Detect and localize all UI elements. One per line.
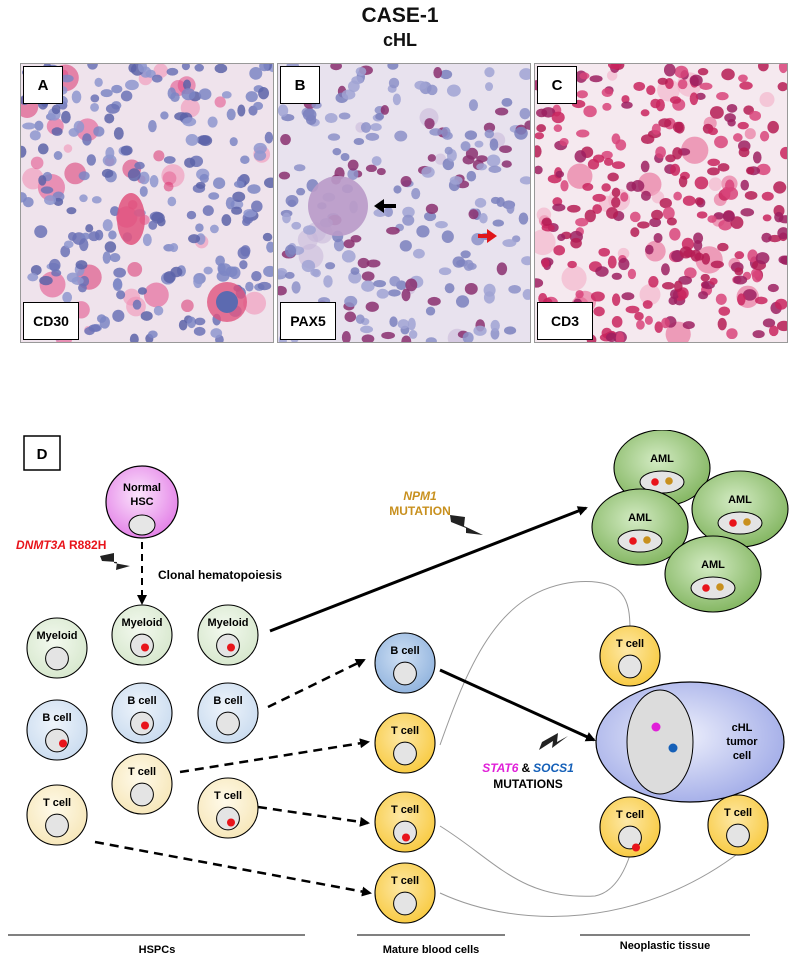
stat6-mutation-dot xyxy=(651,722,661,732)
panel-a-label: A xyxy=(23,66,63,104)
lineage-curve xyxy=(439,851,741,917)
chl-label-line3: cell xyxy=(733,750,751,762)
tcell-normal-label: T cell xyxy=(128,766,156,778)
cd3-histology-image xyxy=(535,64,787,342)
bcell-mutant: B cell xyxy=(111,682,173,744)
stat-mutations-label: MUTATIONS xyxy=(493,777,563,791)
aml-transformation-arrow xyxy=(269,506,588,633)
neoplastic-tcell: T cell xyxy=(599,625,661,687)
chl-label-line1: cHL xyxy=(732,722,753,734)
stat6-socs1-lightning-icon xyxy=(539,733,568,750)
aml-cell: AML xyxy=(613,430,711,507)
mature-section-label: Mature blood cells xyxy=(383,944,480,956)
bcell-mutant-label: B cell xyxy=(127,695,156,707)
stat6-socs1-label: STAT6&SOCS1 xyxy=(482,761,574,775)
chl-transformation-arrow xyxy=(439,668,596,742)
mature-tcell-mutant-label: T cell xyxy=(391,804,419,816)
bcell-normal-label: B cell xyxy=(213,695,242,707)
tcell-maturation-arrow xyxy=(179,738,370,774)
bcell-maturation-arrow xyxy=(267,658,366,709)
panel-d-label: D xyxy=(37,446,48,463)
myeloid-cell-mutant: Myeloid xyxy=(111,604,173,666)
npm1-mutation-label: MUTATION xyxy=(389,504,451,518)
mutant-tcell-maturation-arrow xyxy=(257,805,370,827)
aml-cell: AML xyxy=(664,535,762,613)
myeloid-cell-label: Myeloid xyxy=(37,630,78,642)
panel-c-label: C xyxy=(537,66,577,104)
mature-bcell: B cell xyxy=(374,632,436,694)
mature-tcell-label: T cell xyxy=(391,725,419,737)
aml-cell-label: AML xyxy=(728,494,752,506)
myeloid-cell-mutant-label: Myeloid xyxy=(208,617,249,629)
panel-a-stain-label: CD30 xyxy=(23,302,79,340)
chl-tumor-cell: cHL tumor cell xyxy=(595,681,785,803)
mature-tcell: T cell xyxy=(374,712,436,774)
mature-tcell-mutant: T cell xyxy=(374,791,436,853)
neoplastic-tcell-mutant: T cell xyxy=(599,796,661,858)
npm1-lightning-icon xyxy=(450,515,483,535)
mature-tcell-label: T cell xyxy=(391,875,419,887)
myeloid-cell: Myeloid xyxy=(26,617,88,679)
neoplastic-tcell-label: T cell xyxy=(616,638,644,650)
myeloid-cell-mutant: Myeloid xyxy=(197,604,259,666)
bcell-mutant: B cell xyxy=(26,699,88,761)
panel-c-stain-label: CD3 xyxy=(537,302,593,340)
tcell-normal-label: T cell xyxy=(43,797,71,809)
neoplastic-tcell-mutant-label: T cell xyxy=(616,809,644,821)
aml-cell-label: AML xyxy=(628,512,652,524)
socs1-mutation-dot xyxy=(668,743,678,753)
tcell-normal: T cell xyxy=(26,784,88,846)
mature-bcell-label: B cell xyxy=(390,645,419,657)
hspcs-section-label: HSPCs xyxy=(139,944,176,956)
panel-b-label: B xyxy=(280,66,320,104)
myeloid-cell-mutant-label: Myeloid xyxy=(122,617,163,629)
neoplastic-tcell-label: T cell xyxy=(724,807,752,819)
clonal-hematopoiesis-label: Clonal hematopoiesis xyxy=(158,568,282,582)
npm1-gene-label: NPM1 xyxy=(403,489,437,503)
mature-tcell: T cell xyxy=(374,862,436,924)
tcell-mutant-label: T cell xyxy=(214,790,242,802)
aml-cell: AML xyxy=(591,488,689,566)
chl-label-line2: tumor xyxy=(726,736,758,748)
lineage-curve xyxy=(439,825,631,897)
cd30-histology-image xyxy=(21,64,273,342)
pax5-histology-image xyxy=(278,64,530,342)
tcell-normal: T cell xyxy=(111,753,173,815)
dnmt3a-lightning-icon xyxy=(100,553,130,570)
bcell-normal: B cell xyxy=(197,682,259,744)
panel-c-cd3-image: C CD3 xyxy=(534,63,788,343)
aml-cell-label: AML xyxy=(650,453,674,465)
panel-b-stain-label: PAX5 xyxy=(280,302,336,340)
panel-b-pax5-image: B PAX5 xyxy=(277,63,531,343)
aml-cell: AML xyxy=(691,470,789,548)
normal-hsc-label-line2: HSC xyxy=(130,496,153,508)
bcell-mutant-label: B cell xyxy=(42,712,71,724)
normal-hsc-cell: Normal HSC xyxy=(105,465,179,539)
neoplastic-tcell: T cell xyxy=(707,794,769,856)
case-subtitle: cHL xyxy=(382,30,417,50)
case-title: CASE-1 xyxy=(361,4,439,27)
tcell-mutant: T cell xyxy=(197,777,259,839)
neoplastic-section-label: Neoplastic tissue xyxy=(620,940,710,952)
panel-a-cd30-image: A CD30 xyxy=(20,63,274,343)
panel-d-label-box xyxy=(23,435,61,471)
tcell-maturation-arrow xyxy=(94,840,372,897)
aml-cell-label: AML xyxy=(701,559,725,571)
normal-hsc-label-line1: Normal xyxy=(123,482,161,494)
